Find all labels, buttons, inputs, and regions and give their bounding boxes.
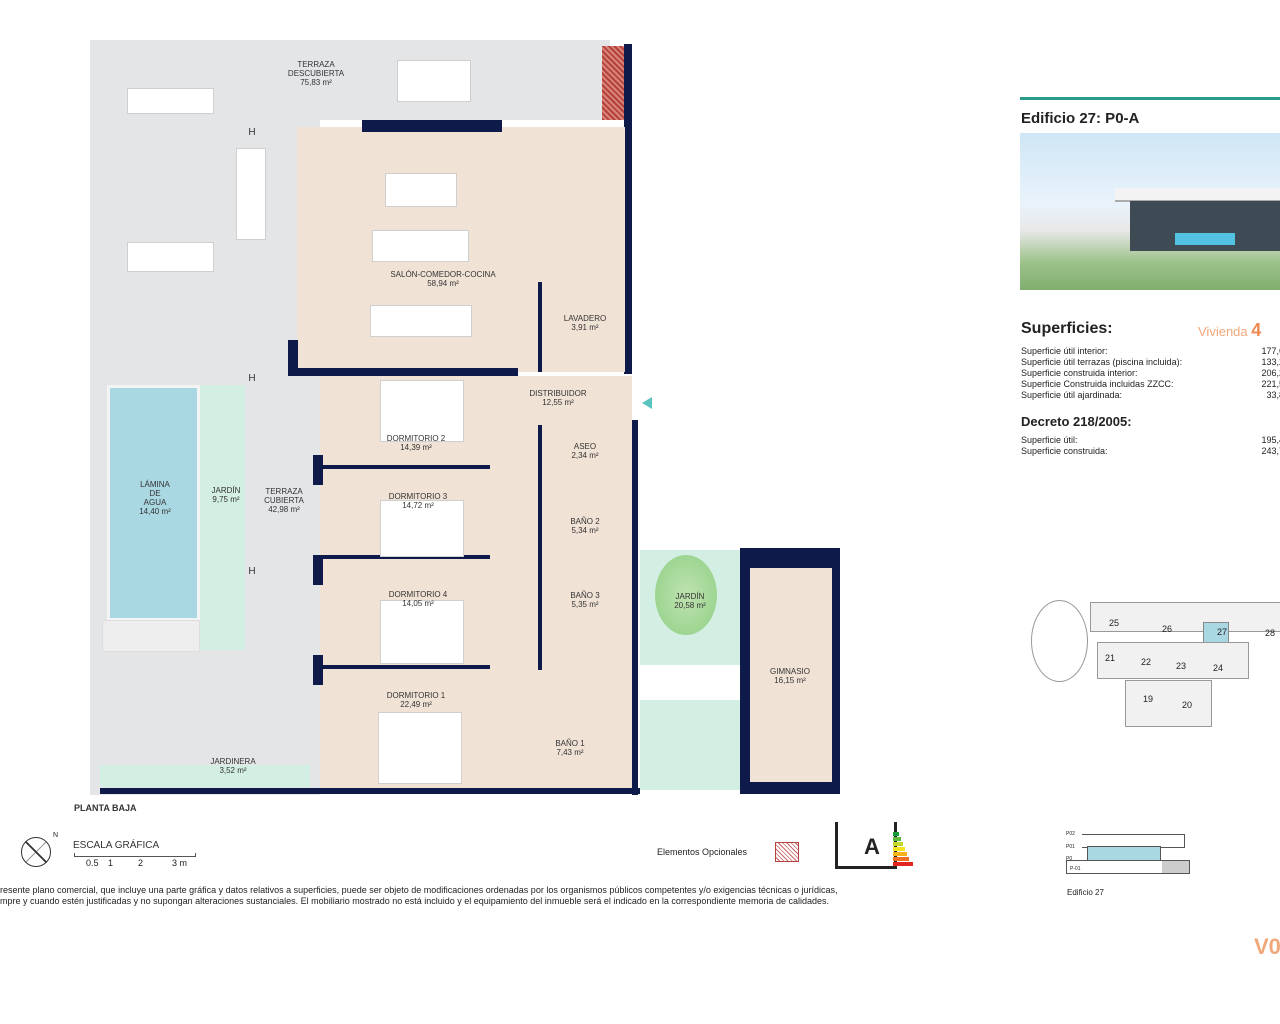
wall (100, 788, 640, 794)
energy-scale-bars (893, 832, 913, 866)
building-23: 23 (1176, 661, 1187, 671)
superficie-row: Superficie construida interior:206,21 (1021, 368, 1280, 378)
energy-label-icon: A (835, 822, 897, 869)
pool (107, 385, 200, 621)
h-marker: H (248, 373, 256, 384)
scale-title: ESCALA GRÁFICA (73, 840, 160, 851)
sofa (236, 148, 266, 240)
building-24: 24 (1213, 663, 1224, 673)
bed (378, 712, 462, 784)
wall (320, 665, 490, 669)
building-22: 22 (1141, 657, 1152, 667)
optional-elements-swatch (775, 842, 799, 862)
coffee-table (385, 173, 457, 207)
building-title: Edificio 27: P0-A (1021, 110, 1140, 127)
building-28: 28 (1265, 628, 1276, 638)
wall (624, 44, 632, 374)
kitchen-island (372, 230, 469, 262)
section-caption: Edificio 27 (1067, 888, 1104, 897)
site-map: 25 26 27 28 21 22 23 24 19 20 (1025, 580, 1280, 750)
building-section: P02 P01 P0 P-01 (1060, 830, 1220, 900)
tree-icon (655, 555, 717, 635)
building-21: 21 (1105, 653, 1116, 663)
bed (380, 380, 464, 442)
building-26: 26 (1162, 624, 1173, 634)
scale-bar (74, 853, 196, 857)
room-gym (750, 568, 832, 782)
optional-elements-label: Elementos Opcionales (657, 847, 748, 857)
decreto-row: Superficie construida:243,71 (1021, 446, 1280, 456)
optional-element-hatch (602, 46, 624, 120)
superficies-title: Superficies: (1021, 320, 1113, 337)
wall (313, 555, 323, 585)
compass-icon (21, 837, 51, 867)
decreto-list: Superficie útil:195,43 Superficie constr… (1021, 435, 1280, 457)
wall (320, 465, 490, 469)
sofa (127, 242, 214, 272)
bed (380, 600, 464, 664)
decreto-row: Superficie útil:195,43 (1021, 435, 1280, 445)
h-marker: H (248, 127, 256, 138)
building-photo (1020, 133, 1280, 290)
wall (538, 425, 542, 670)
wall (313, 455, 323, 485)
building-19: 19 (1143, 694, 1154, 704)
wall (288, 340, 298, 374)
dining-table (370, 305, 472, 337)
wall (538, 282, 542, 372)
pool-deck (102, 620, 200, 652)
h-marker: H (248, 566, 256, 577)
north-label: N (53, 832, 59, 839)
wall (313, 655, 323, 685)
superficie-row: Superficie Construida incluidas ZZCC:221… (1021, 379, 1280, 389)
wall (362, 120, 502, 132)
superficie-row: Superficie útil interior:177,66 (1021, 346, 1280, 356)
superficie-row: Superficie útil terrazas (piscina inclui… (1021, 357, 1280, 367)
sofa (127, 88, 214, 114)
version-label: V0 (1254, 934, 1280, 959)
decreto-title: Decreto 218/2005: (1021, 414, 1132, 429)
entrance-arrow-icon (642, 397, 652, 409)
outdoor-table (397, 60, 471, 102)
wall (288, 368, 518, 376)
vivienda-label: Vivienda 4 (1198, 320, 1262, 340)
superficies-list: Superficie útil interior:177,66 Superfic… (1021, 346, 1280, 401)
bed (380, 500, 464, 557)
scale-ticks: 0.5 1 2 3 m (86, 858, 188, 868)
bedroom-wing (320, 376, 632, 790)
planter (100, 765, 310, 787)
building-25: 25 (1109, 618, 1120, 628)
wall (632, 420, 638, 795)
building-27: 27 (1217, 627, 1228, 637)
superficie-row: Superficie útil ajardinada:33,85 (1021, 390, 1280, 400)
building-20: 20 (1182, 700, 1193, 710)
garden-patio-lower (640, 700, 740, 790)
wall (320, 555, 490, 559)
plan-title: PLANTA BAJA (74, 803, 137, 813)
disclaimer: resente plano comercial, que incluye una… (0, 885, 838, 906)
garden-strip (200, 385, 245, 650)
accent-rule (1020, 97, 1280, 100)
